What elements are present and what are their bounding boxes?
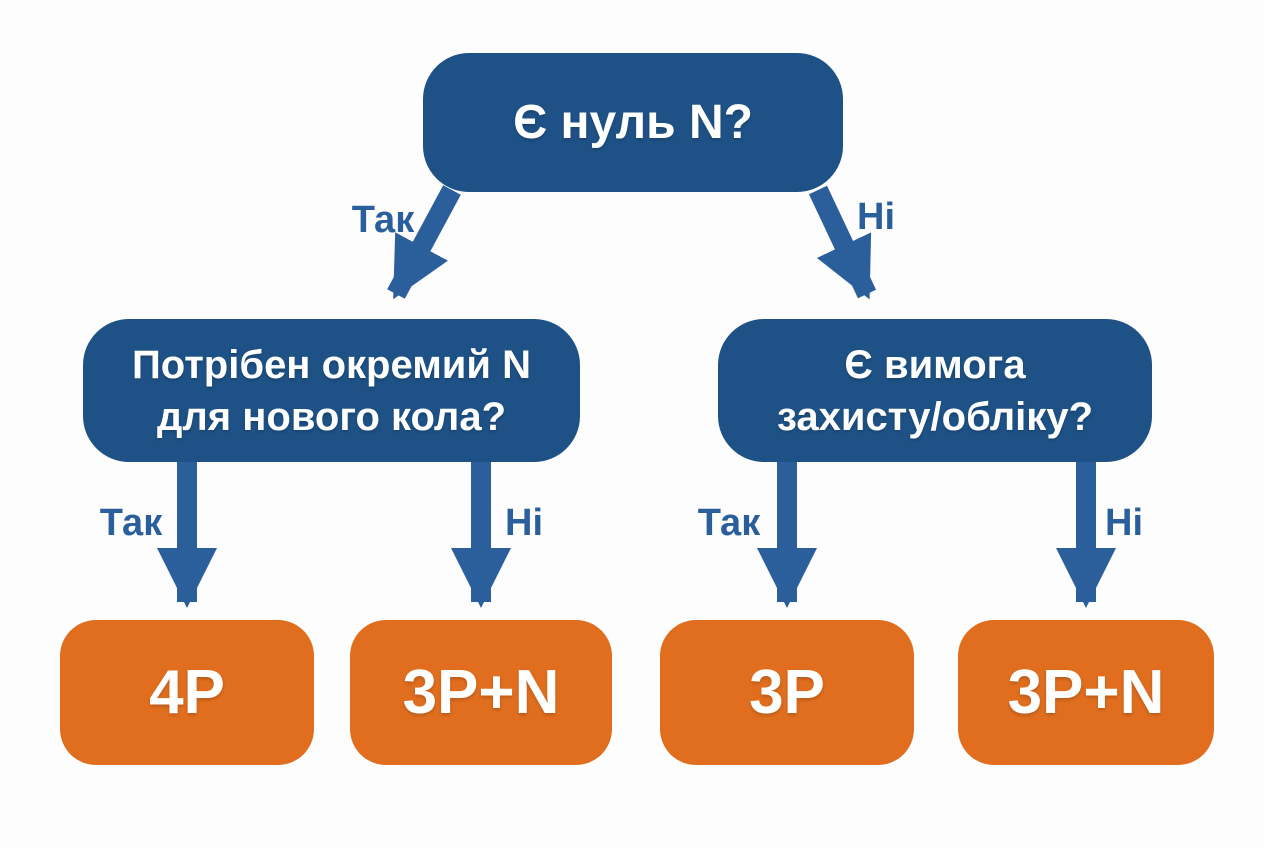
edge-label-root-no: Ні	[857, 196, 895, 238]
node-left-question: Потрібен окремий N для нового кола?	[83, 319, 580, 462]
edge-label-left-no: Ні	[505, 502, 543, 544]
node-outcome-3p-plus-n-right: 3P+N	[958, 620, 1214, 765]
node-outcome-4p: 4P	[60, 620, 314, 765]
node-root-question: Є нуль N?	[423, 53, 843, 192]
edge-label-root-yes: Так	[351, 199, 415, 241]
edge-label-left-yes: Так	[99, 502, 163, 544]
node-outcome-3p-plus-n-left: 3P+N	[350, 620, 612, 765]
edge-label-right-no: Ні	[1105, 502, 1143, 544]
node-right-question: Є вимога захисту/обліку?	[718, 319, 1152, 462]
edge-label-right-yes: Так	[697, 502, 761, 544]
node-outcome-3p: 3P	[660, 620, 914, 765]
